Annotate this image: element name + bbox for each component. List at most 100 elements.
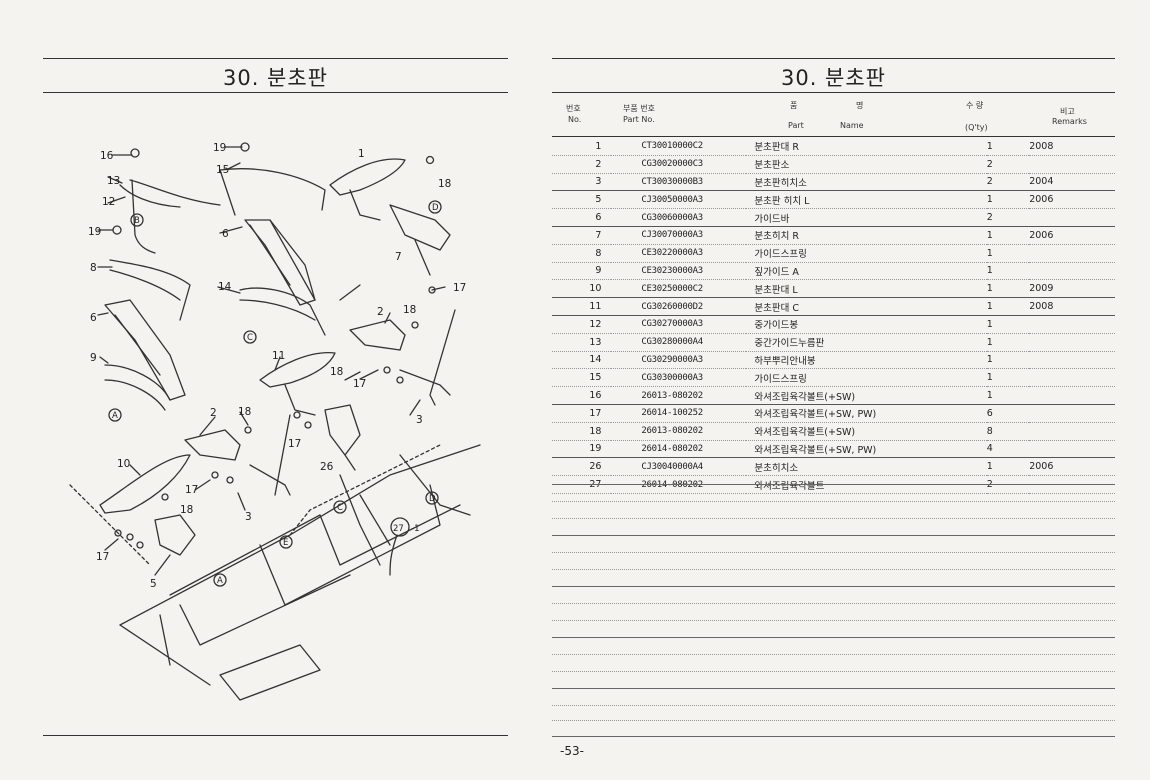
callout-19: 19 xyxy=(213,142,226,154)
cell-part-name: 분초판히치소 xyxy=(746,173,987,192)
header-remarks-ko: 비고 xyxy=(1060,107,1075,116)
blank-rule xyxy=(552,552,1115,553)
page-number: -53- xyxy=(560,744,584,758)
callout-15: 15 xyxy=(216,164,229,176)
header-qty-en: (Q'ty) xyxy=(965,123,988,132)
callout-18d: 18 xyxy=(238,406,251,418)
callout-A2: A xyxy=(217,576,223,586)
blank-rule xyxy=(552,586,1115,587)
cell-no: 5 xyxy=(552,190,612,210)
callout-6b: 6 xyxy=(90,312,97,324)
cell-part-name: 중간가이드누름판 xyxy=(746,333,987,352)
blank-rule xyxy=(552,484,1115,485)
header-name-ko1: 품 xyxy=(790,101,798,110)
cell-part-number: CG30270000A3 xyxy=(611,315,747,334)
callout-C: C xyxy=(247,333,253,343)
cell-part-number: CG30260000D2 xyxy=(611,297,747,316)
cell-qty: 1 xyxy=(986,333,1030,352)
callout-13: 13 xyxy=(107,175,120,187)
cell-part-name: 가이드스프링 xyxy=(746,368,987,388)
title-rule-top-right xyxy=(552,58,1115,59)
blank-rule xyxy=(552,603,1115,604)
header-name-ko2: 명 xyxy=(856,101,864,110)
callout-26: 26 xyxy=(320,461,334,473)
cell-part-number: CJ30050000A3 xyxy=(611,190,747,210)
callout-10: 10 xyxy=(117,458,130,470)
cell-qty: 1 xyxy=(986,368,1030,388)
cell-remarks xyxy=(1029,440,1115,459)
cell-part-number: 26014-080202 xyxy=(611,440,747,459)
callout-19b: 19 xyxy=(88,226,101,238)
blank-rule xyxy=(552,688,1115,689)
page-title: 30. 분초판 xyxy=(222,66,329,90)
callout-C2: C xyxy=(337,503,343,513)
cell-part-name: 분초판소 xyxy=(746,155,987,174)
cell-no: 3 xyxy=(552,173,612,192)
cell-no: 16 xyxy=(552,386,612,405)
cell-remarks xyxy=(1029,262,1115,281)
cell-remarks xyxy=(1029,315,1115,334)
cell-no: 7 xyxy=(552,226,612,245)
callout-27-1: 27 xyxy=(393,524,404,534)
cell-no: 15 xyxy=(552,368,612,388)
cell-part-number: CE30230000A3 xyxy=(611,262,747,281)
cell-qty: 6 xyxy=(986,404,1030,423)
header-no-ko: 번호 xyxy=(566,104,581,113)
cell-no: 17 xyxy=(552,404,612,423)
right-page: 30. 분초판 번호 No. 부품 번호 Part No. 품 명 Part N… xyxy=(552,0,1150,780)
blank-rule xyxy=(552,654,1115,655)
cell-qty: 4 xyxy=(986,440,1030,459)
cell-remarks xyxy=(1029,368,1115,388)
cell-remarks: 2006 xyxy=(1029,457,1115,477)
cell-no: 13 xyxy=(552,333,612,352)
header-qty-ko: 수 량 xyxy=(966,101,984,110)
cell-part-name: 분초히치 R xyxy=(746,226,987,245)
callout-17b: 17 xyxy=(353,378,366,390)
blank-rule xyxy=(552,620,1115,621)
cell-no: 26 xyxy=(552,457,612,477)
cell-remarks xyxy=(1029,208,1115,227)
callout-7: 7 xyxy=(395,251,402,263)
cell-qty: 1 xyxy=(986,138,1030,156)
callout-17d: 17 xyxy=(185,484,198,496)
cell-part-name: 하부뿌리안내봉 xyxy=(746,351,987,370)
callout-14: 14 xyxy=(218,281,232,293)
cell-remarks: 2008 xyxy=(1029,138,1115,156)
cell-part-number: CT30030000B3 xyxy=(611,173,747,192)
callout-2: 2 xyxy=(377,306,384,318)
callout-D: D xyxy=(432,203,439,213)
cell-qty: 1 xyxy=(986,351,1030,370)
cell-remarks xyxy=(1029,244,1115,263)
header-remarks-en: Remarks xyxy=(1052,117,1087,126)
cell-remarks: 2009 xyxy=(1029,279,1115,299)
cell-part-number: CE30220000A3 xyxy=(611,244,747,263)
cell-remarks: 2006 xyxy=(1029,226,1115,245)
cell-remarks xyxy=(1029,333,1115,352)
cell-part-name: 분초판대 L xyxy=(746,279,987,299)
cell-no: 9 xyxy=(552,262,612,281)
blank-rule xyxy=(552,705,1115,706)
page-title-right: 30. 분초판 xyxy=(780,66,887,90)
cell-part-name: 짚가이드 A xyxy=(746,262,987,281)
callout-A: A xyxy=(112,411,118,421)
callout-18e: 18 xyxy=(180,504,193,516)
cell-part-number: 26013-080202 xyxy=(611,422,747,441)
cell-qty: 2 xyxy=(986,155,1030,174)
header-part-en: Part No. xyxy=(623,115,655,124)
cell-part-number: CG30300000A3 xyxy=(611,368,747,388)
cell-part-name: 가이드바 xyxy=(746,208,987,227)
callout-5: 5 xyxy=(150,578,157,590)
callout-9: 9 xyxy=(90,352,97,364)
cell-no: 2 xyxy=(552,155,612,174)
callout-8: 8 xyxy=(90,262,97,274)
callout-18c: 18 xyxy=(330,366,343,378)
callout-17: 17 xyxy=(453,282,466,294)
